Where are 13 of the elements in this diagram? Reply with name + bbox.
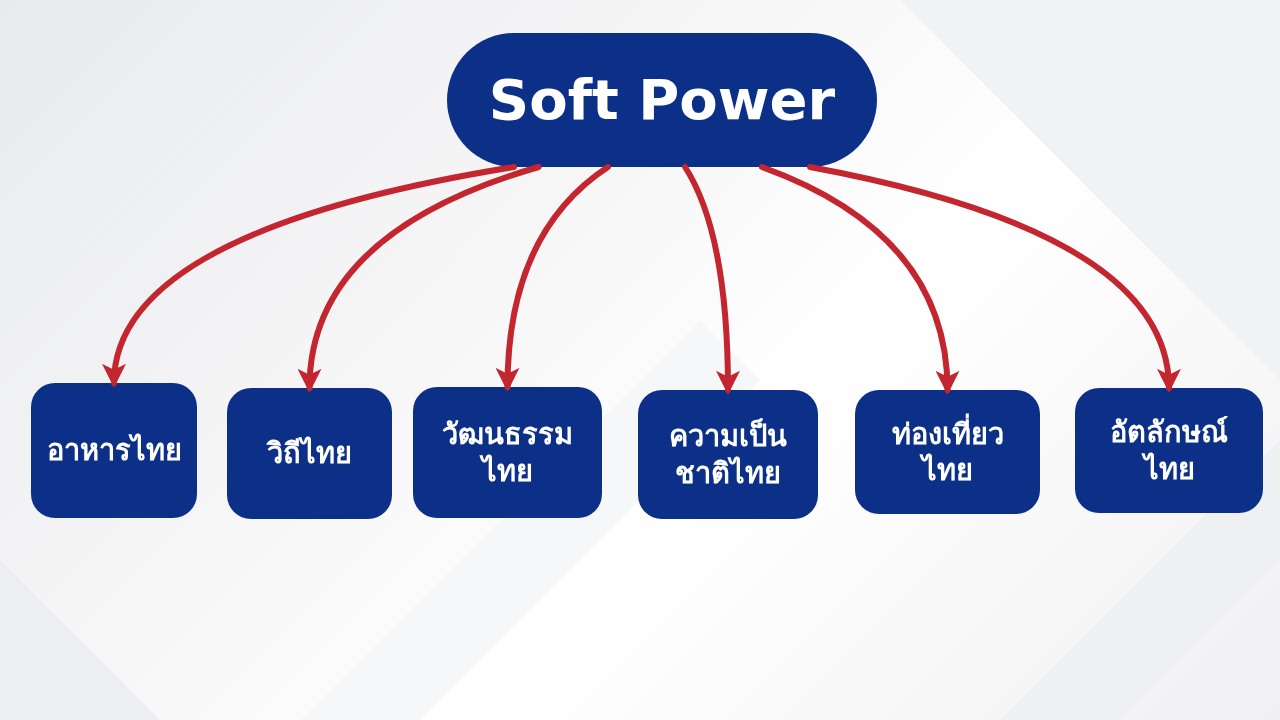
category-box: อาหารไทย bbox=[31, 383, 197, 518]
category-box: วัฒนธรรมไทย bbox=[413, 387, 602, 518]
arrow bbox=[807, 164, 1180, 393]
category-box: วิถีไทย bbox=[227, 388, 392, 519]
category-box: ความเป็นชาติไทย bbox=[638, 390, 818, 519]
category-box: อัตลักษณ์ไทย bbox=[1075, 388, 1263, 513]
title-pill: Soft Power bbox=[447, 33, 877, 167]
category-box: ท่องเที่ยวไทย bbox=[855, 390, 1040, 514]
arrow bbox=[682, 164, 740, 395]
arrow bbox=[104, 164, 517, 388]
arrow bbox=[298, 164, 542, 393]
arrow bbox=[496, 164, 611, 392]
arrow bbox=[758, 164, 959, 395]
